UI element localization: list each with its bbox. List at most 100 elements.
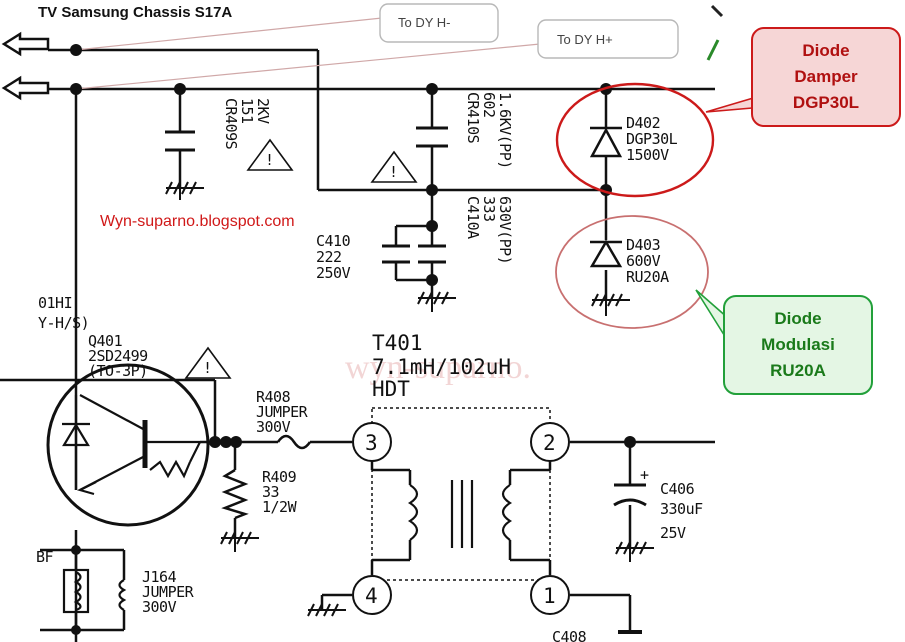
- tag-dy-minus-box: [379, 3, 499, 43]
- blog-credit: Wyn-suparno.blogspot.com: [100, 213, 295, 230]
- j164-value: JUMPER: [142, 583, 195, 601]
- left-yhs-label: Y-H/S): [38, 314, 89, 332]
- pin-label: 4: [365, 584, 378, 608]
- t401-pin-4: [352, 575, 392, 615]
- ground-d403: [591, 293, 630, 307]
- watermark-text: wyn-suparno.: [345, 349, 531, 386]
- tag-dy-plus-box: [537, 19, 679, 59]
- q401-internal-resistor: [149, 459, 192, 479]
- r408-name: R408: [256, 388, 291, 406]
- q401-collector-lead: [79, 394, 146, 431]
- t401-pin-2: [530, 422, 570, 462]
- warning-mark: !: [203, 359, 212, 377]
- damper-line3: DGP30L: [793, 93, 859, 112]
- c410-rating: 250V: [316, 264, 351, 282]
- c410-name: C410: [316, 232, 351, 250]
- q401-name: Q401: [88, 332, 123, 350]
- d402-symbol: [589, 127, 623, 158]
- tag-dy-plus-text: To DY H+: [557, 32, 613, 47]
- j164-symbol: [118, 579, 127, 611]
- pin-label: 1: [543, 584, 556, 608]
- q401-body: [46, 363, 210, 527]
- r408-jumper-symbol: [276, 434, 312, 450]
- d402-name: D402: [626, 114, 660, 132]
- damper-box: [751, 27, 901, 127]
- ground-group: [165, 181, 654, 617]
- r409-rating: 1/2W: [262, 498, 298, 516]
- vertical-labels: CR409S 151 2KV CR410S 602 1.6KV(PP) C410…: [222, 92, 514, 264]
- tag-dy-plus: To DY H+: [537, 19, 679, 59]
- junction-dot: [71, 545, 81, 555]
- tag-pointer-dy-plus: [75, 43, 541, 90]
- r408-rating: 300V: [256, 418, 291, 436]
- wire-group: [0, 31, 715, 642]
- q401-transistor: [46, 363, 210, 527]
- q401-emitter-arrow: [76, 481, 97, 496]
- junction-dot: [70, 44, 82, 56]
- junction-dot: [426, 274, 438, 286]
- c410a-label: C410A 333 630V(PP): [464, 196, 514, 264]
- j164-area: [62, 568, 127, 614]
- ground-c406: [615, 541, 654, 555]
- damper-line2: Damper: [794, 67, 858, 86]
- warning-mark: !: [265, 151, 274, 169]
- t401-pin-1: [530, 575, 570, 615]
- d403-value: 600V: [626, 252, 661, 270]
- d403-name: D403: [626, 236, 660, 254]
- junction-dot: [174, 83, 186, 95]
- junction-dot: [426, 83, 438, 95]
- bf-label: BF: [36, 548, 54, 566]
- r409-name: R409: [262, 468, 297, 486]
- component-value: 151: [238, 98, 256, 124]
- tag-pointer-dy-minus: [75, 17, 383, 51]
- component-value: 333: [480, 196, 498, 222]
- arrow-dy-minus: [1, 31, 50, 57]
- j164-rating: 300V: [142, 598, 177, 616]
- tag-dy-minus-text: To DY H-: [398, 15, 451, 30]
- component-name: C410A: [464, 196, 482, 239]
- component-name: CR410S: [464, 92, 482, 144]
- t401-value: 7.1mH/102uH: [372, 355, 511, 379]
- t401-name: T401: [372, 331, 423, 355]
- modulasi-line2: Modulasi: [761, 335, 835, 354]
- warning-icon: !: [184, 346, 232, 379]
- junction-dot: [426, 184, 438, 196]
- junction-dot: [70, 83, 82, 95]
- diode-group: [589, 120, 623, 268]
- d403-symbol: [589, 239, 623, 268]
- r409-symbol: [221, 468, 249, 520]
- q401-resistor-lead: [189, 441, 201, 463]
- component-rating: 2KV: [254, 98, 272, 124]
- callout-modulasi: Diode Modulasi RU20A: [555, 215, 873, 395]
- junction-dot: [426, 220, 438, 232]
- q401-value: 2SD2499: [88, 347, 148, 365]
- d402-rating: 1500V: [626, 146, 669, 164]
- tag-pointer-lines: [75, 17, 541, 90]
- c406-value: 330uF: [660, 500, 703, 518]
- c406-polarity: +: [640, 466, 649, 484]
- d402-value: DGP30L: [626, 130, 678, 148]
- component-value: 602: [480, 92, 498, 118]
- diagram-title: TV Samsung Chassis S17A: [38, 4, 232, 21]
- j164-name: J164: [142, 568, 177, 586]
- c406-plate-bottom: [613, 498, 647, 507]
- d403-rating: RU20A: [626, 268, 669, 286]
- ground-c410a: [417, 291, 456, 305]
- pin-label: 2: [543, 431, 556, 455]
- modulasi-box: [723, 295, 873, 395]
- warning-group: ! ! !: [184, 138, 418, 379]
- c410-value: 222: [316, 248, 342, 266]
- junction-dots: [70, 44, 636, 635]
- capacitor-group: [165, 126, 647, 507]
- damper-highlight-ellipse: [555, 82, 715, 198]
- junction-dot: [209, 436, 221, 448]
- q401-internal-diode: [62, 422, 90, 447]
- component-name: CR409S: [222, 98, 240, 150]
- t401-pin-3: [352, 422, 392, 462]
- r408-value: JUMPER: [256, 403, 309, 421]
- ground-cr409s: [165, 181, 204, 195]
- warning-icon: !: [246, 138, 294, 171]
- warning-mark: !: [389, 163, 398, 181]
- bf-coil-box: [62, 568, 90, 614]
